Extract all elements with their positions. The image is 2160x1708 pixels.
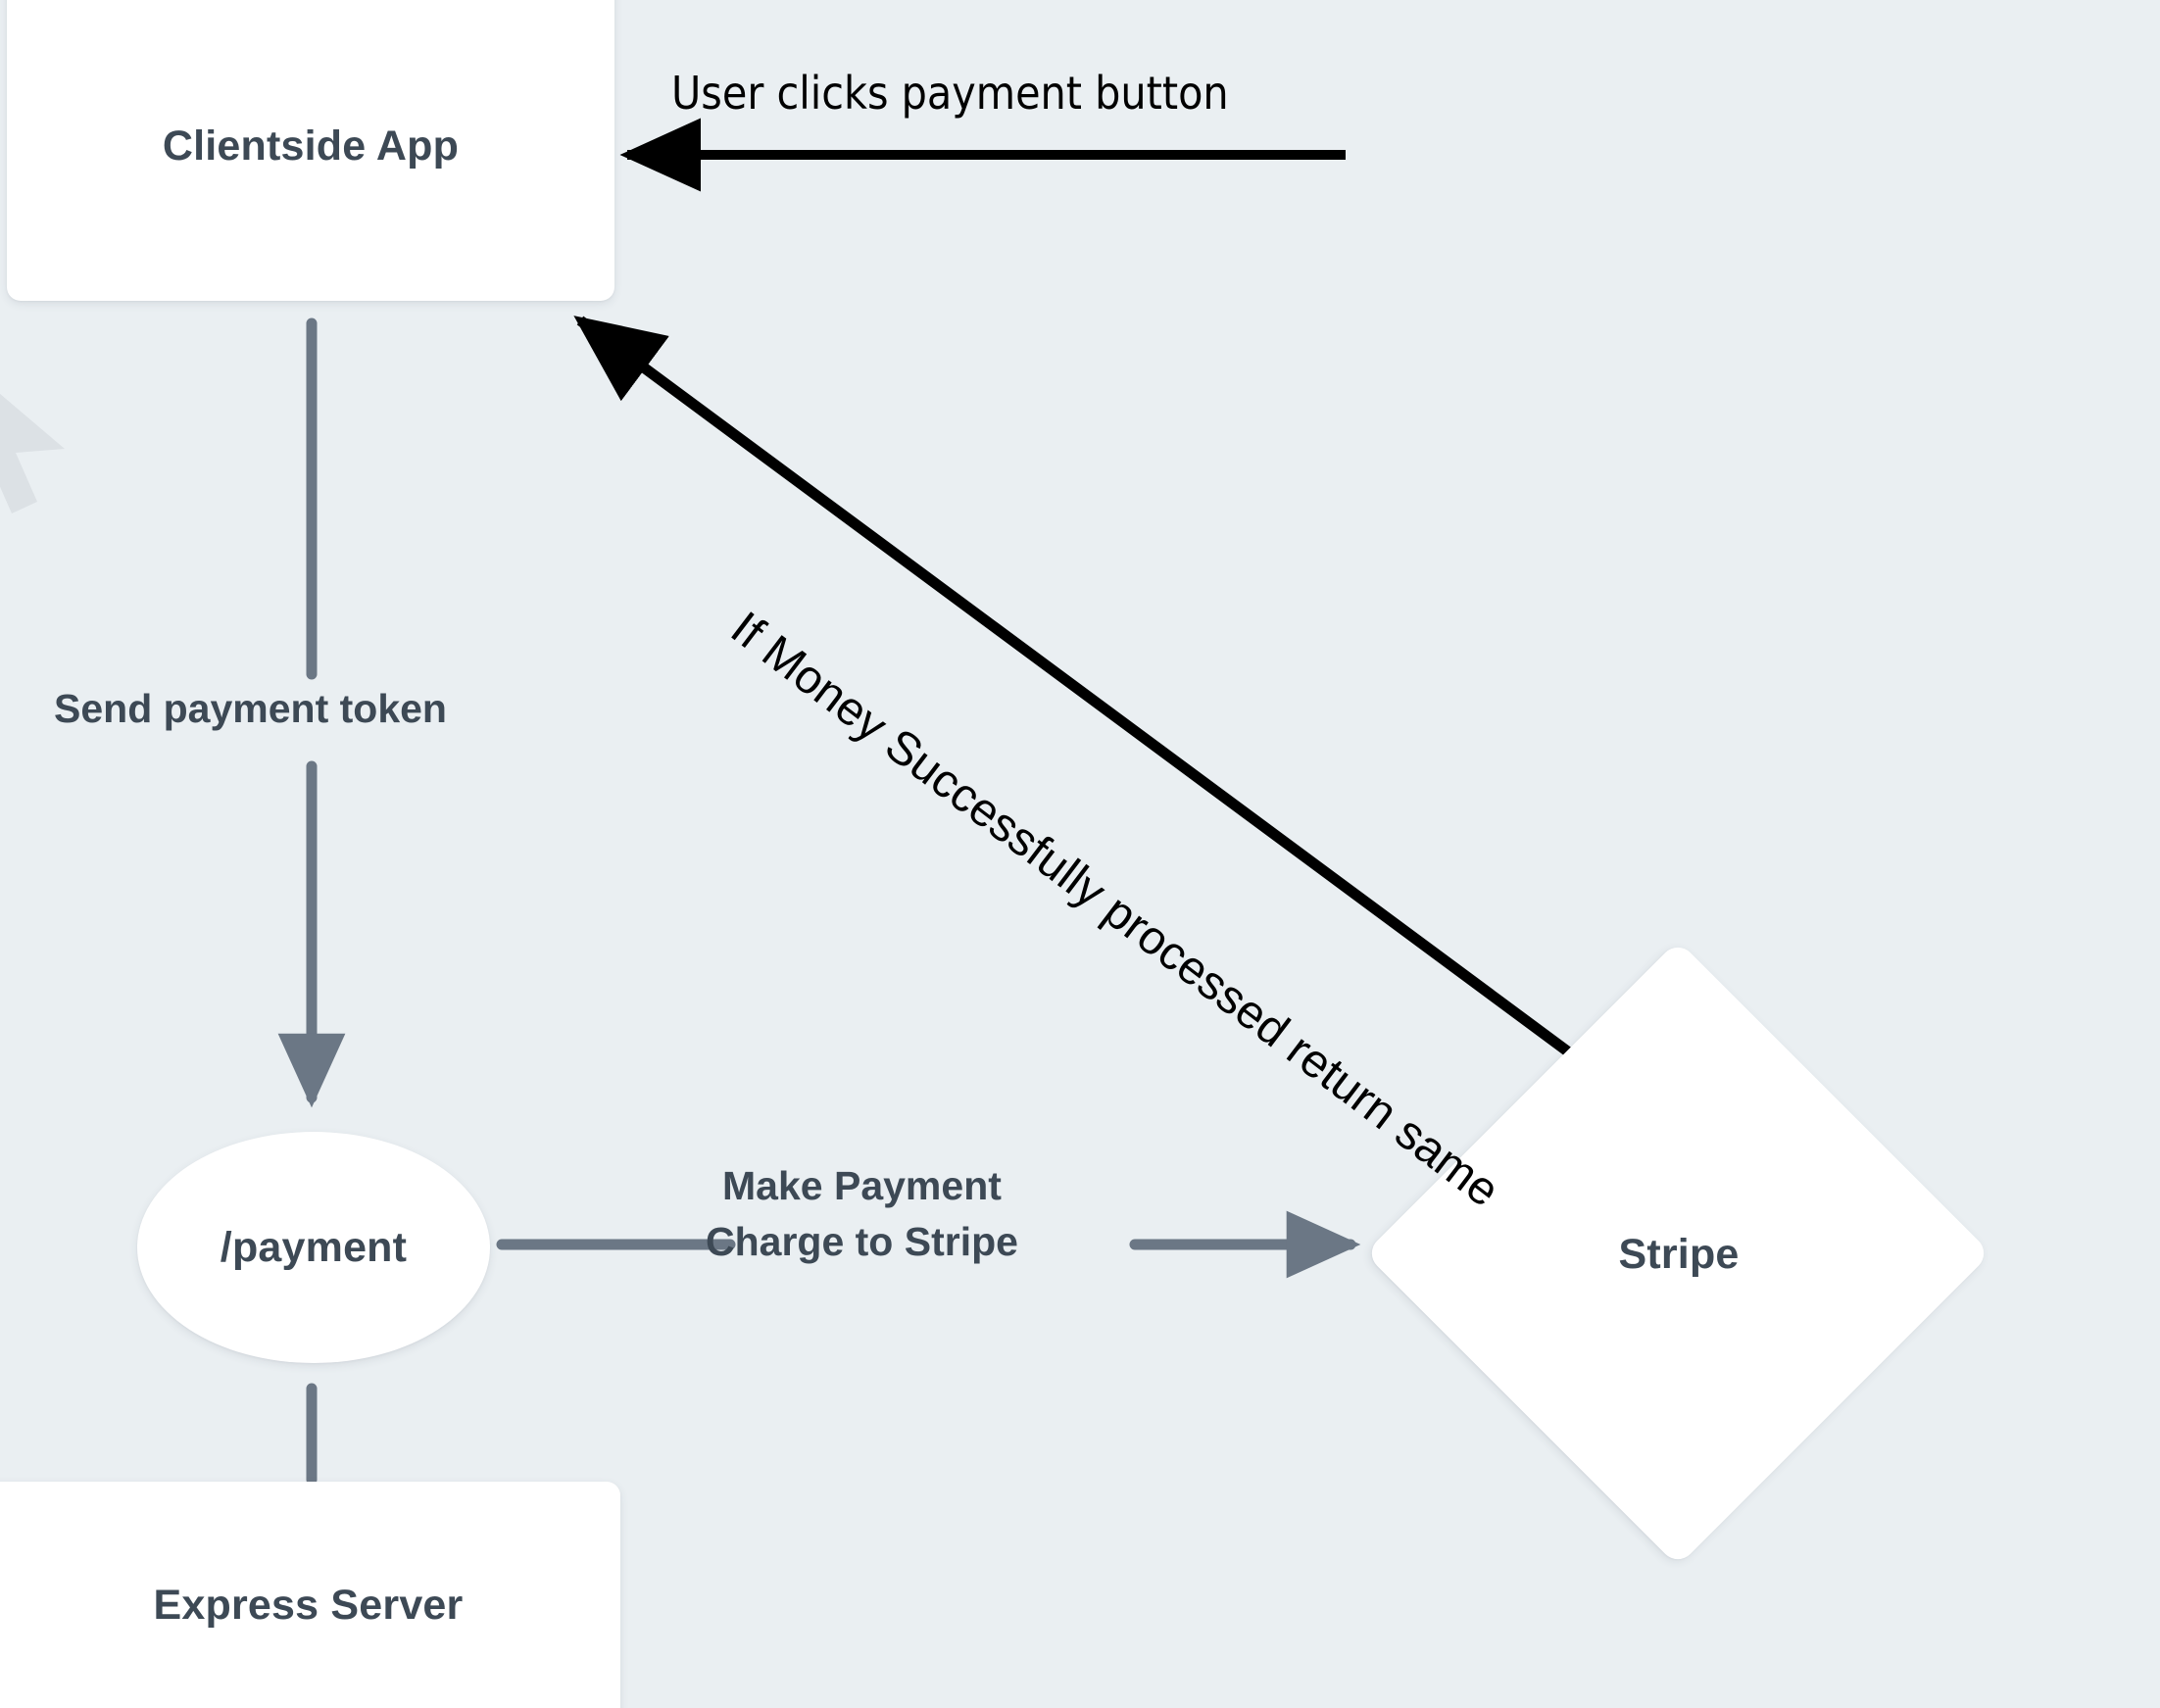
node-clientside-app-label: Clientside App xyxy=(162,122,460,170)
edge-label-send-token: Send payment token xyxy=(54,686,447,731)
edge-label-user-clicks: User clicks payment button xyxy=(671,67,1229,120)
node-payment-endpoint[interactable]: /payment xyxy=(137,1132,490,1363)
edge-label-make-payment: Make Payment Charge to Stripe xyxy=(706,1158,1018,1269)
node-stripe[interactable]: Stripe xyxy=(1364,940,1992,1568)
node-express-server-label: Express Server xyxy=(153,1581,464,1629)
edge-label-stripe-return: If Money Successfully processed return s… xyxy=(720,602,1509,1218)
node-payment-endpoint-label: /payment xyxy=(220,1223,408,1271)
watermark-artifact xyxy=(0,355,112,531)
node-clientside-app[interactable]: Clientside App xyxy=(7,0,614,301)
node-express-server[interactable]: Express Server xyxy=(0,1482,620,1708)
watermark-icon xyxy=(0,393,65,513)
node-stripe-label: Stripe xyxy=(1618,1230,1740,1278)
edge-label-make-payment-line1: Make Payment xyxy=(722,1163,1002,1208)
edge-label-make-payment-line2: Charge to Stripe xyxy=(706,1218,1018,1264)
